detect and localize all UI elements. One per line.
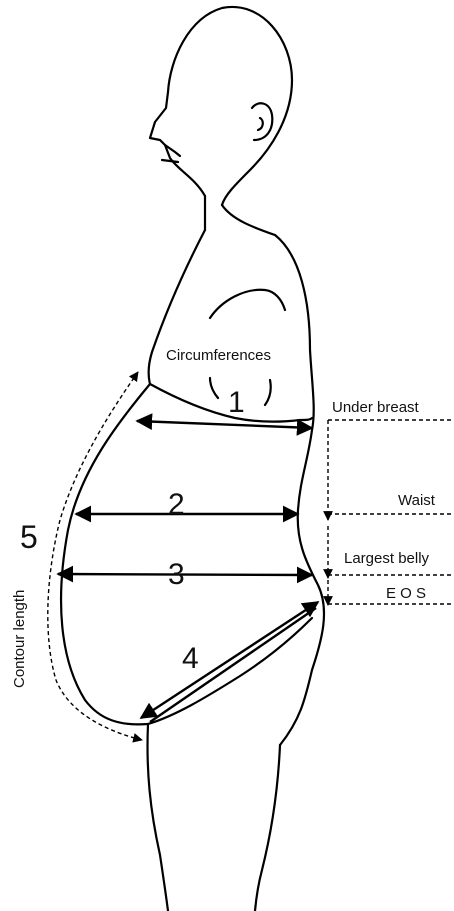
measure-2-number: 2 [168,488,185,521]
torso-back-outline [275,235,324,745]
measure-3-line [58,574,312,575]
waist-label: Waist [398,492,436,509]
breast-shade-1 [210,378,218,398]
measure-3-number: 3 [168,558,185,591]
head-outline [150,7,292,205]
measure-5-dashed-path [48,372,142,740]
leg-back [255,745,280,911]
largest-belly-label: Largest belly [344,550,430,567]
measure-4-number: 4 [182,642,199,675]
measure-5-number: 5 [20,519,38,555]
leg-front [148,724,169,911]
measure-4-line-b [150,608,316,722]
eos-label: E O S [386,585,426,602]
circumferences-label: Circumferences [166,347,271,364]
breast-shade-2 [265,380,271,405]
mouth-line [162,160,178,162]
neck-back [222,205,275,235]
contour-length-label: Contour length [11,590,28,688]
measure-4-line [141,602,318,718]
measure-1-number: 1 [228,386,245,419]
under-breast-label: Under breast [332,399,420,416]
ear-inner [258,118,263,130]
shoulder-curve [210,290,285,318]
groin-line [148,618,312,724]
